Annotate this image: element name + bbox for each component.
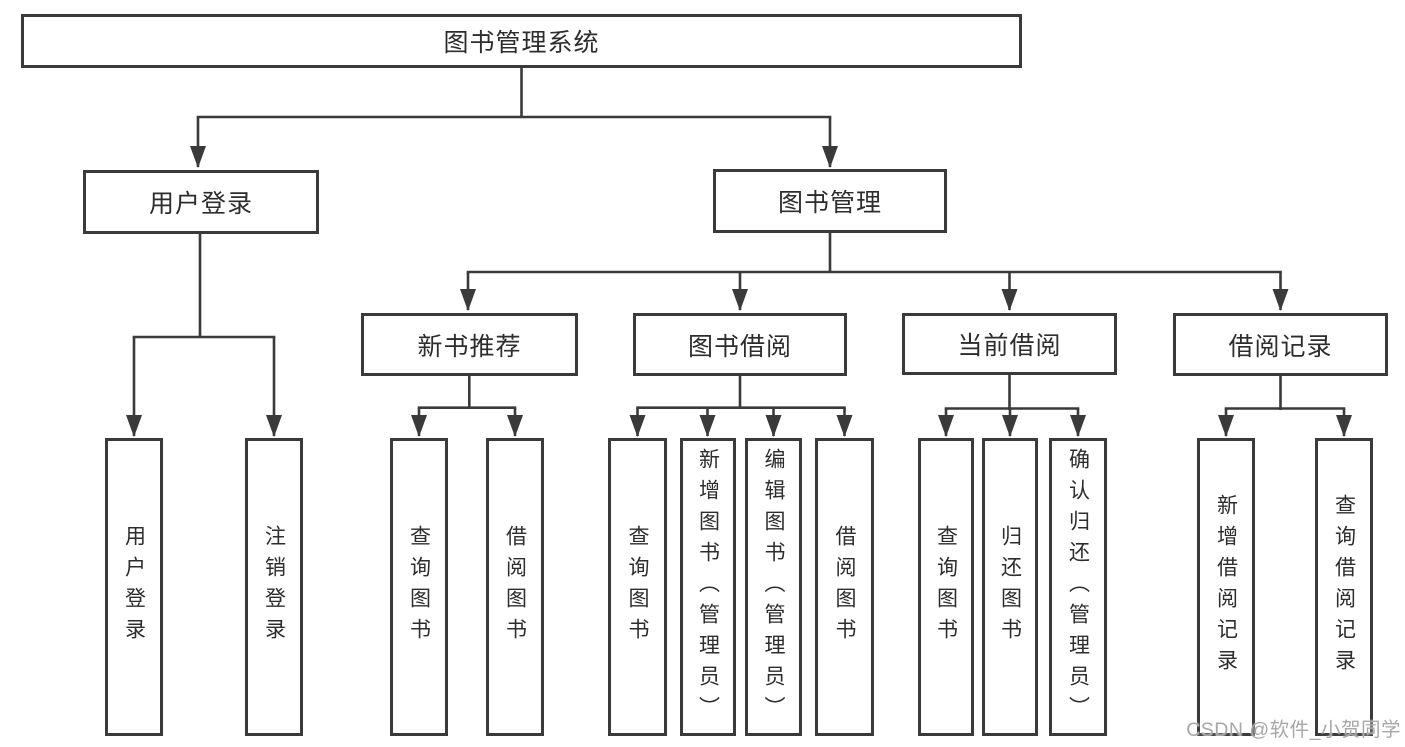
leaf-node-add-book-admin: 新增图书（管理员） bbox=[680, 438, 736, 736]
leaf-label: 新增借阅记录 bbox=[1214, 494, 1238, 680]
section-node-book-borrowing: 图书借阅 bbox=[633, 313, 847, 376]
leaf-node-query-book: 查询图书 bbox=[918, 438, 974, 736]
leaf-node-borrow-book: 借阅图书 bbox=[815, 438, 874, 736]
branch-node-book-management: 图书管理 bbox=[713, 169, 947, 233]
leaf-label: 归还图书 bbox=[998, 525, 1022, 649]
root-node-library-management-system: 图书管理系统 bbox=[21, 14, 1022, 68]
leaf-label: 用户登录 bbox=[122, 525, 146, 649]
leaf-node-logout: 注销登录 bbox=[245, 438, 303, 736]
leaf-node-user-login: 用户登录 bbox=[105, 438, 163, 736]
leaf-label: 注销登录 bbox=[262, 525, 286, 649]
leaf-label: 借阅图书 bbox=[503, 525, 527, 649]
watermark: CSDN @软件_小贺同学 bbox=[1186, 719, 1401, 741]
leaf-label: 查询图书 bbox=[407, 525, 431, 649]
section-node-current-borrowing: 当前借阅 bbox=[902, 313, 1117, 375]
section-node-borrowing-records: 借阅记录 bbox=[1173, 313, 1388, 376]
leaf-label: 新增图书（管理员） bbox=[696, 447, 720, 727]
leaf-node-confirm-return-admin: 确认归还（管理员） bbox=[1049, 438, 1107, 736]
leaf-node-edit-book-admin: 编辑图书（管理员） bbox=[745, 438, 802, 736]
leaf-label: 查询图书 bbox=[626, 525, 650, 649]
leaf-label: 确认归还（管理员） bbox=[1066, 447, 1090, 727]
leaf-label: 借阅图书 bbox=[833, 525, 857, 649]
leaf-node-query-book: 查询图书 bbox=[608, 438, 667, 736]
leaf-label: 查询借阅记录 bbox=[1332, 494, 1356, 680]
section-node-new-book-recommendation: 新书推荐 bbox=[361, 313, 578, 376]
leaf-label: 查询图书 bbox=[934, 525, 958, 649]
leaf-label: 编辑图书（管理员） bbox=[762, 447, 786, 727]
leaf-node-query-book: 查询图书 bbox=[390, 438, 448, 736]
leaf-node-add-borrow-record: 新增借阅记录 bbox=[1197, 438, 1255, 736]
leaf-node-borrow-book: 借阅图书 bbox=[486, 438, 544, 736]
branch-node-user-login: 用户登录 bbox=[83, 170, 319, 234]
leaf-node-return-book: 归还图书 bbox=[982, 438, 1038, 736]
leaf-node-query-borrow-record: 查询借阅记录 bbox=[1315, 438, 1373, 736]
